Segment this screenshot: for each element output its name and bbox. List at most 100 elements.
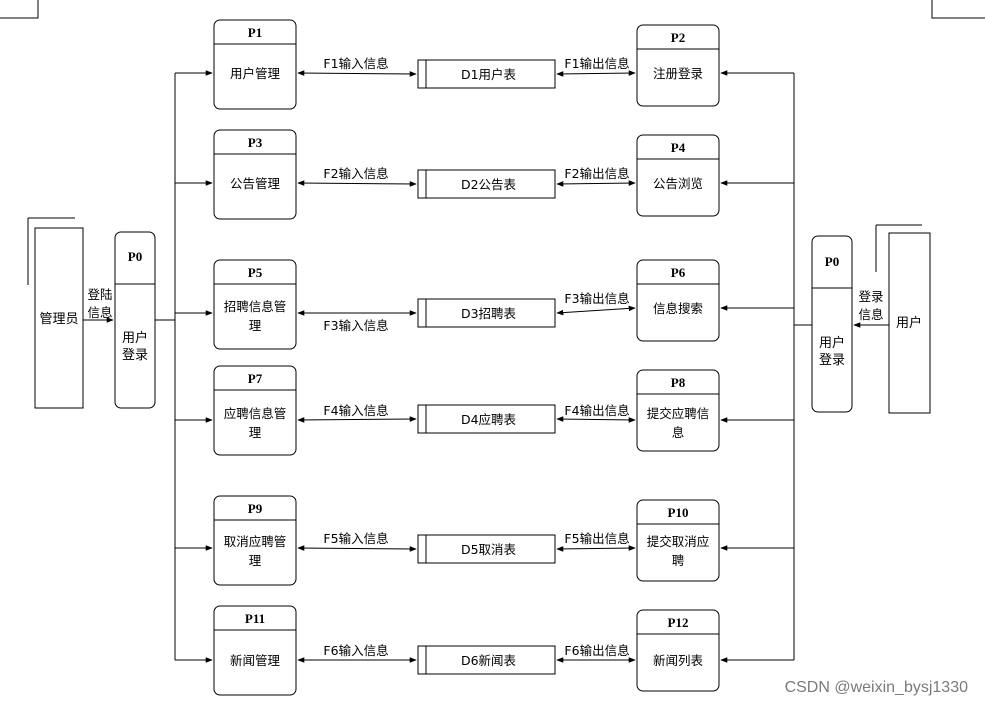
process-label-line: 取消应聘管	[224, 534, 287, 549]
input-flow-label: F3输入信息	[323, 318, 388, 333]
watermark: CSDN @weixin_bysj1330	[785, 679, 969, 696]
login-flow-label-left-2: 信息	[87, 305, 112, 320]
data-store-5: D5取消表	[417, 534, 556, 564]
user-entity: 用户	[875, 224, 931, 414]
process-id: P3	[248, 135, 263, 150]
output-flow-arrow	[556, 70, 636, 77]
data-store-4: D4应聘表	[417, 404, 556, 434]
process-p11: P11 新闻管理	[213, 605, 297, 696]
process-row-2: P3 公告管理 D2公告表 F2输入信息 F2输出信息 P4 公告浏览	[175, 129, 794, 220]
process-row-1: P1 用户管理 D1用户表 F1输入信息 F1输出信息 P2 注册登录	[175, 19, 794, 110]
login-process-right-label-2: 登录	[819, 353, 845, 368]
login-flow-label-right-1: 登录	[858, 289, 883, 304]
process-id: P10	[668, 505, 689, 520]
output-flow-label: F5输出信息	[564, 531, 629, 546]
process-p2: P2 注册登录	[636, 24, 720, 107]
input-flow-arrow	[297, 180, 417, 187]
process-label: 用户管理	[230, 66, 281, 81]
page-corner-mark-right	[931, 0, 985, 19]
process-id: P7	[248, 371, 263, 386]
login-flow-label-right-2: 信息	[858, 307, 883, 322]
output-flow-label: F1输出信息	[564, 56, 629, 71]
user-entity-label: 用户	[896, 315, 922, 331]
process-label-line: 招聘信息管	[224, 299, 287, 314]
process-p4: P4 公告浏览	[636, 134, 720, 217]
login-process-right-label-1: 用户	[819, 335, 845, 351]
login-flow-label-left-1: 登陆	[87, 287, 112, 302]
process-row-6: P11 新闻管理 D6新闻表 F6输入信息 F6输出信息 P12 新闻列表	[175, 605, 794, 696]
process-p6: P6 信息搜索	[636, 259, 720, 342]
process-id: P8	[671, 375, 686, 390]
data-store-label: D2公告表	[461, 177, 517, 192]
process-p3: P3 公告管理	[213, 129, 297, 220]
data-store-2: D2公告表	[417, 169, 556, 199]
data-store-label: D4应聘表	[461, 412, 517, 427]
process-label: 公告浏览	[653, 176, 703, 191]
output-flow-label: F6输出信息	[564, 643, 629, 658]
process-id: P5	[248, 265, 263, 280]
process-id: P2	[671, 30, 685, 45]
output-flow-arrow	[556, 545, 636, 552]
process-label: 注册登录	[653, 66, 703, 81]
data-store-label: D3招聘表	[461, 306, 517, 321]
process-label-line: 理	[249, 553, 262, 568]
login-process-left-label-1: 用户	[122, 330, 148, 346]
output-flow-arrow	[556, 180, 636, 187]
output-flow-label: F4输出信息	[564, 403, 629, 418]
input-flow-label: F5输入信息	[323, 531, 388, 546]
process-label-line: 提交取消应	[647, 534, 710, 549]
process-rows: P1 用户管理 D1用户表 F1输入信息 F1输出信息 P2 注册登录 P3 公告管理 D2公告表…	[175, 19, 794, 696]
admin-entity-label: 管理员	[39, 312, 78, 327]
login-process-left-id: P0	[128, 249, 142, 264]
data-store-6: D6新闻表	[417, 645, 556, 675]
process-label: 信息搜索	[653, 301, 703, 316]
process-label-line: 聘	[672, 553, 685, 568]
output-flow-label: F2输出信息	[564, 166, 629, 181]
process-label-line: 提交应聘信	[647, 406, 710, 421]
login-process-left-label-2: 登录	[122, 348, 148, 363]
process-label-line: 理	[249, 425, 262, 440]
process-id: P4	[671, 140, 686, 155]
process-id: P9	[248, 501, 263, 516]
process-label: 公告管理	[230, 176, 281, 191]
output-flow-arrow	[556, 416, 636, 423]
data-store-1: D1用户表	[417, 59, 556, 89]
process-id: P6	[671, 265, 686, 280]
process-id: P12	[668, 615, 689, 630]
process-p1: P1 用户管理	[213, 19, 297, 110]
input-flow-label: F2输入信息	[323, 166, 388, 181]
process-label: 新闻管理	[230, 653, 281, 668]
input-flow-label: F1输入信息	[323, 56, 388, 71]
login-process-left: P0 用户 登录	[114, 231, 156, 409]
input-flow-arrow	[297, 416, 417, 423]
admin-entity: 管理员	[27, 217, 84, 409]
process-label: 新闻列表	[653, 653, 704, 668]
data-store-label: D1用户表	[461, 67, 517, 82]
login-process-right-id: P0	[825, 254, 839, 269]
process-p12: P12 新闻列表	[636, 609, 720, 692]
input-flow-label: F4输入信息	[323, 403, 388, 418]
output-flow-label: F3输出信息	[564, 291, 629, 306]
process-label-line: 息	[672, 425, 685, 440]
input-flow-label: F6输入信息	[323, 643, 388, 658]
input-flow-arrow	[297, 545, 417, 552]
process-id: P11	[245, 611, 265, 626]
output-flow-arrow	[556, 305, 636, 316]
process-label-line: 理	[249, 318, 262, 333]
data-store-3: D3招聘表	[417, 298, 556, 328]
input-flow-arrow	[297, 70, 417, 77]
data-store-label: D5取消表	[461, 542, 517, 557]
process-label-line: 应聘信息管	[224, 406, 287, 421]
data-store-label: D6新闻表	[461, 653, 517, 668]
page-corner-mark-left	[0, 0, 39, 19]
login-process-right: P0 用户 登录	[811, 235, 853, 413]
process-id: P1	[248, 25, 262, 40]
